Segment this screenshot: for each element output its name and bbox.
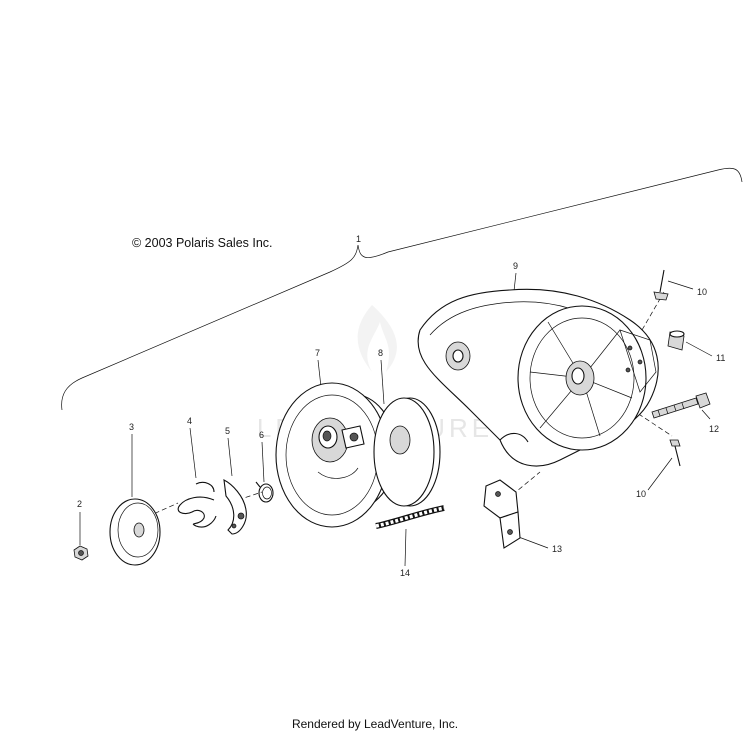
callout-7: 7 — [315, 348, 320, 358]
part-10-rivet-top[interactable] — [653, 269, 669, 301]
part-10-rivet-bottom[interactable] — [669, 439, 681, 467]
part-7-rewind-pulley[interactable] — [275, 382, 397, 528]
part-8-hub-disc[interactable] — [373, 397, 441, 507]
part-5-pawl[interactable] — [223, 479, 247, 535]
callout-labels: 1 2 3 4 5 6 7 8 9 10 11 12 10 13 14 — [77, 234, 725, 578]
callout-3: 3 — [129, 422, 134, 432]
callout-12: 12 — [709, 424, 719, 434]
part-9-starter-housing[interactable] — [417, 288, 659, 467]
leader-lines — [79, 272, 713, 567]
callout-8: 8 — [378, 348, 383, 358]
callout-5: 5 — [225, 426, 230, 436]
watermark-flame-logo — [357, 305, 397, 372]
footer-credit: Rendered by LeadVenture, Inc. — [291, 717, 459, 731]
callout-14: 14 — [400, 568, 410, 578]
part-2-hex-nut[interactable] — [73, 545, 89, 561]
callout-1: 1 — [356, 234, 361, 244]
part-14-starter-rope[interactable] — [375, 505, 445, 529]
part-13-mounting-bracket[interactable] — [483, 479, 521, 549]
callout-11: 11 — [716, 353, 725, 363]
part-11-bushing[interactable] — [667, 330, 685, 351]
part-4-spring-clip[interactable] — [177, 481, 217, 528]
part-12-bolt[interactable] — [651, 392, 711, 419]
assembly-bracket — [61, 167, 743, 411]
part-3-plate[interactable] — [109, 498, 161, 566]
callout-9: 9 — [513, 261, 518, 271]
copyright-text: © 2003 Polaris Sales Inc. — [132, 236, 273, 250]
callout-4: 4 — [187, 416, 192, 426]
callout-13: 13 — [552, 544, 562, 554]
callout-10-top: 10 — [697, 287, 707, 297]
callout-6: 6 — [259, 430, 264, 440]
callout-2: 2 — [77, 499, 82, 509]
part-6-spring[interactable] — [255, 481, 274, 503]
callout-10-bottom: 10 — [636, 489, 646, 499]
